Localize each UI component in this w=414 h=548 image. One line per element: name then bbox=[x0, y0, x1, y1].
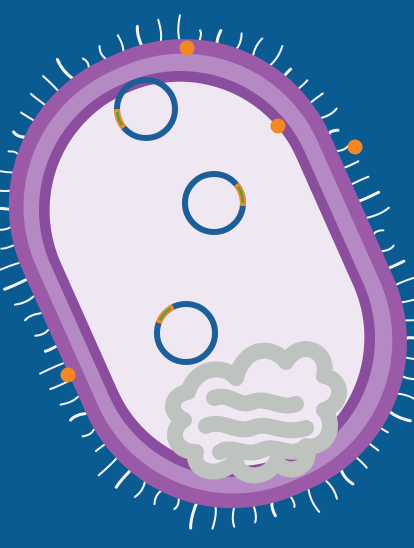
particle-icon bbox=[180, 41, 195, 56]
particle-icon bbox=[271, 119, 286, 134]
particle-icon bbox=[61, 368, 76, 383]
pilus-icon bbox=[0, 208, 9, 209]
particle-icon bbox=[348, 140, 363, 155]
